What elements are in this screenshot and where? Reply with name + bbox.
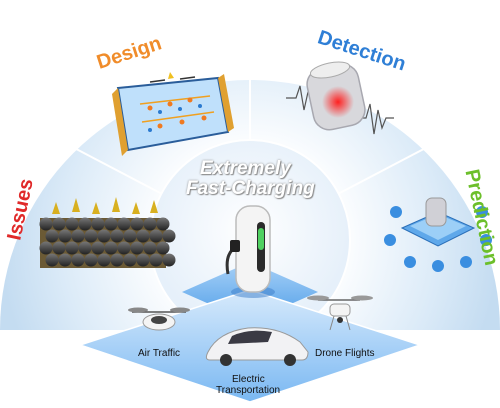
- particle: [130, 241, 144, 255]
- particle: [156, 217, 170, 231]
- particle: [39, 217, 53, 231]
- particle: [104, 241, 118, 255]
- particle: [52, 241, 66, 255]
- particle: [162, 253, 176, 267]
- dendrite-particles-illustration: [39, 197, 176, 268]
- particle: [123, 229, 137, 243]
- prediction-chip-illustration: [384, 197, 492, 272]
- particle: [84, 229, 98, 243]
- particle: [130, 217, 144, 231]
- particle: [91, 241, 105, 255]
- cell-detection-illustration: [286, 61, 394, 135]
- particle: [162, 229, 176, 243]
- particle: [156, 241, 170, 255]
- battery-cell-illustration: [112, 72, 234, 156]
- particle: [91, 217, 105, 231]
- particle: [58, 229, 72, 243]
- charging-station-icon: [225, 205, 275, 298]
- particle: [78, 217, 92, 231]
- particle: [97, 253, 111, 267]
- particle: [117, 241, 131, 255]
- particle: [71, 229, 85, 243]
- particle: [52, 217, 66, 231]
- particle: [143, 217, 157, 231]
- drone-flights-caption: Drone Flights: [315, 348, 375, 359]
- electric-car-icon: [205, 327, 309, 366]
- quadcopter-icon: [307, 295, 373, 331]
- particle: [78, 241, 92, 255]
- particle: [58, 253, 72, 267]
- air-taxi-icon: [128, 307, 190, 331]
- electric-transportation-caption-2: Transportation: [216, 385, 281, 396]
- particle: [71, 253, 85, 267]
- particle: [136, 253, 150, 267]
- particle: [136, 229, 150, 243]
- center-title-line2: Fast-Charging: [186, 178, 315, 199]
- center-title-line1: Extremely: [200, 158, 291, 179]
- particle: [39, 241, 53, 255]
- particle: [110, 229, 124, 243]
- particle: [65, 241, 79, 255]
- particle: [104, 217, 118, 231]
- air-traffic-caption: Air Traffic: [138, 348, 181, 359]
- particle: [149, 229, 163, 243]
- particle: [84, 253, 98, 267]
- particle: [143, 241, 157, 255]
- particle: [45, 229, 59, 243]
- particle: [110, 253, 124, 267]
- particle: [65, 217, 79, 231]
- particle: [149, 253, 163, 267]
- particle: [117, 217, 131, 231]
- particle: [45, 253, 59, 267]
- particle: [97, 229, 111, 243]
- electric-transportation-caption-1: Electric: [232, 374, 265, 385]
- particle: [123, 253, 137, 267]
